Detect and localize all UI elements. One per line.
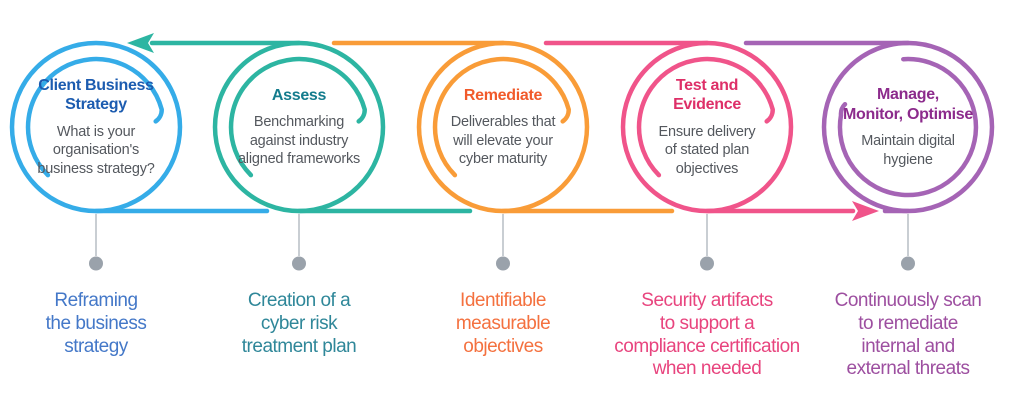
arrow-left-icon — [127, 33, 154, 53]
spiral-outer-ring-3 — [416, 40, 590, 214]
spiral-outer-ring-4 — [620, 40, 794, 214]
spiral-inner-arc-1 — [25, 56, 164, 178]
spiral-inner-arc-2 — [228, 56, 367, 178]
step-outcome-label: Security artifacts to support a complian… — [614, 290, 800, 380]
connector-dot-4 — [700, 256, 714, 271]
step-outcome-label: Continuously scan to remediate internal … — [834, 290, 982, 380]
connector-dot-3 — [496, 256, 510, 271]
step-outcome-label: Reframing the business strategy — [45, 290, 147, 357]
spiral-inner-arc-4 — [636, 56, 775, 178]
step-outcome-label: Creation of a cyber risk treatment plan — [241, 290, 357, 357]
connector-dot-2 — [292, 256, 306, 271]
spiral-outer-ring-2 — [212, 40, 386, 214]
connector-dot-5 — [901, 256, 915, 271]
spiral-outer-ring-5 — [821, 40, 995, 214]
connector-dot-1 — [89, 256, 103, 271]
spiral-outer-ring-1 — [9, 40, 183, 214]
spiral-inner-arc-3 — [432, 56, 571, 178]
spiral-inner-arc-5 — [837, 56, 979, 198]
arrow-right-icon — [852, 201, 879, 221]
step-outcome-label: Identifiable measurable objectives — [455, 290, 551, 357]
